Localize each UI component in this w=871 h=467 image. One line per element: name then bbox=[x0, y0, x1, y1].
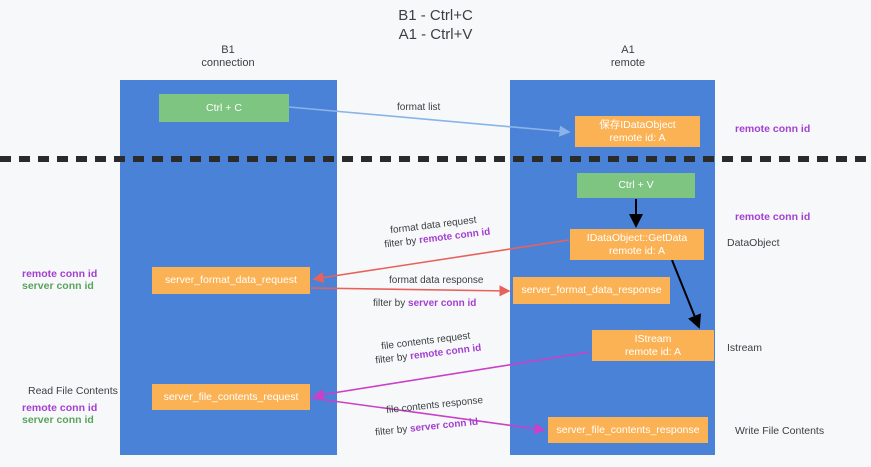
note-server-conn-id-upper-left: server conn id bbox=[22, 280, 94, 292]
lane-header-b1: B1 connection bbox=[148, 44, 308, 70]
edge-label-file-contents-response-text: file contents response bbox=[385, 394, 484, 417]
box-ctrl-v[interactable]: Ctrl + V bbox=[577, 173, 695, 198]
filter-key-server-conn-id: server conn id bbox=[408, 298, 477, 309]
box-istream-remote-id: remote id: A bbox=[624, 345, 682, 358]
box-idataobject-getdata[interactable]: IDataObject::GetData remote id: A bbox=[570, 229, 704, 260]
edge-label-format-data-response: format data response bbox=[389, 275, 484, 286]
note-remote-conn-id-mid: remote conn id bbox=[735, 211, 811, 223]
note-server-conn-id-lower-left: server conn id bbox=[22, 414, 94, 426]
note-dataobject: DataObject bbox=[727, 237, 780, 249]
lane-header-b1-subtitle: connection bbox=[201, 57, 255, 69]
filter-key-server-conn-id: server conn id bbox=[409, 416, 479, 435]
box-idataobject-getdata-remote-id: remote id: A bbox=[608, 244, 666, 257]
edge-label-file-contents-response: file contents response bbox=[386, 395, 484, 416]
filter-prefix: filter by bbox=[383, 235, 420, 251]
box-server-file-contents-response-label: server_file_contents_response bbox=[556, 423, 700, 436]
phase-divider bbox=[0, 156, 871, 162]
title-line-1: B1 - Ctrl+C bbox=[398, 7, 473, 24]
edge-label-format-list: format list bbox=[397, 102, 440, 113]
box-server-format-data-request[interactable]: server_format_data_request bbox=[152, 267, 310, 294]
lane-header-a1: A1 remote bbox=[548, 44, 708, 70]
box-save-idataobject[interactable]: 保存IDataObject remote id: A bbox=[575, 116, 700, 147]
lane-header-b1-name: B1 bbox=[221, 44, 235, 56]
lane-header-a1-name: A1 bbox=[621, 44, 635, 56]
note-read-file-contents: Read File Contents bbox=[28, 385, 118, 397]
box-server-format-data-response-label: server_format_data_response bbox=[521, 284, 662, 297]
filter-prefix: filter by bbox=[374, 351, 411, 367]
title-line-2: A1 - Ctrl+V bbox=[398, 26, 473, 43]
box-ctrl-v-label: Ctrl + V bbox=[618, 179, 654, 192]
box-istream[interactable]: IStream remote id: A bbox=[592, 330, 714, 361]
edge-label-file-contents-response-filter: filter by server conn id bbox=[375, 417, 479, 439]
box-server-format-data-response[interactable]: server_format_data_response bbox=[513, 277, 670, 304]
note-remote-conn-id-upper-left: remote conn id bbox=[22, 268, 98, 280]
box-server-file-contents-request[interactable]: server_file_contents_request bbox=[152, 384, 310, 410]
page-title: B1 - Ctrl+C A1 - Ctrl+V bbox=[0, 6, 871, 44]
arrow-format-data-response bbox=[310, 285, 511, 297]
note-write-file-contents: Write File Contents bbox=[735, 425, 825, 437]
edge-label-format-data-response-text: format data response bbox=[389, 275, 484, 286]
box-ctrl-c-label: Ctrl + C bbox=[206, 101, 242, 114]
box-save-idataobject-label: 保存IDataObject bbox=[599, 119, 676, 131]
edge-label-format-data-response-filter: filter by server conn id bbox=[373, 298, 476, 309]
edge-label-format-list-text: format list bbox=[397, 102, 441, 113]
box-save-idataobject-remote-id: remote id: A bbox=[609, 131, 666, 144]
note-remote-conn-id-top: remote conn id bbox=[735, 123, 811, 135]
box-server-file-contents-request-label: server_file_contents_request bbox=[163, 390, 299, 403]
filter-prefix: filter by bbox=[374, 423, 411, 439]
box-server-file-contents-response[interactable]: server_file_contents_response bbox=[548, 417, 708, 443]
box-server-format-data-request-label: server_format_data_request bbox=[165, 274, 297, 287]
box-istream-label: IStream bbox=[634, 333, 672, 345]
box-idataobject-getdata-label: IDataObject::GetData bbox=[586, 232, 688, 244]
box-ctrl-c[interactable]: Ctrl + C bbox=[159, 94, 289, 122]
lane-header-a1-subtitle: remote bbox=[610, 57, 646, 69]
note-remote-conn-id-lower-left: remote conn id bbox=[22, 402, 98, 414]
filter-prefix: filter by bbox=[373, 298, 409, 309]
note-istream: Istream bbox=[727, 342, 763, 354]
